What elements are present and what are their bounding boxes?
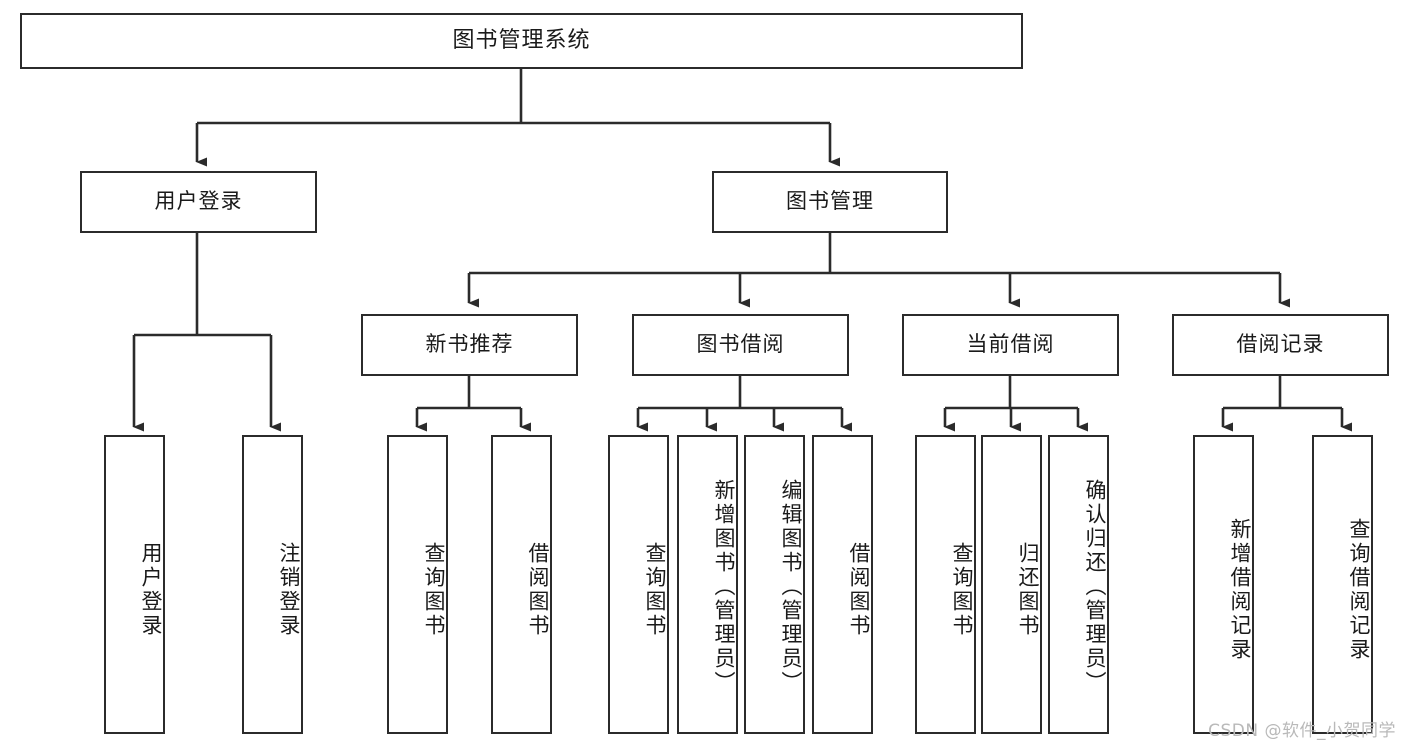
leaf-new-book-borrow[interactable]: 借阅图书: [491, 435, 552, 734]
node-borrow-record[interactable]: 借阅记录: [1172, 314, 1389, 376]
node-current-borrow[interactable]: 当前借阅: [902, 314, 1119, 376]
leaf-new-book-query[interactable]: 查询图书: [387, 435, 448, 734]
node-user-login[interactable]: 用户登录: [80, 171, 317, 233]
leaf-user-login-logout[interactable]: 注销登录: [242, 435, 303, 734]
leaf-current-return-book[interactable]: 归还图书: [981, 435, 1042, 734]
leaf-borrow-query-book[interactable]: 查询图书: [608, 435, 669, 734]
leaf-record-query-borrow-record[interactable]: 查询借阅记录: [1312, 435, 1373, 734]
leaf-borrow-borrow-book[interactable]: 借阅图书: [812, 435, 873, 734]
leaf-record-add-borrow-record[interactable]: 新增借阅记录: [1193, 435, 1254, 734]
leaf-borrow-edit-book-admin[interactable]: 编辑图书（管理员）: [744, 435, 805, 734]
leaf-user-login-login[interactable]: 用户登录: [104, 435, 165, 734]
node-new-book-recommend[interactable]: 新书推荐: [361, 314, 578, 376]
leaf-borrow-add-book-admin[interactable]: 新增图书（管理员）: [677, 435, 738, 734]
leaf-current-query-book[interactable]: 查询图书: [915, 435, 976, 734]
leaf-current-confirm-return-admin[interactable]: 确认归还（管理员）: [1048, 435, 1109, 734]
node-root-system[interactable]: 图书管理系统: [20, 13, 1023, 69]
node-book-borrow[interactable]: 图书借阅: [632, 314, 849, 376]
node-book-management[interactable]: 图书管理: [712, 171, 948, 233]
